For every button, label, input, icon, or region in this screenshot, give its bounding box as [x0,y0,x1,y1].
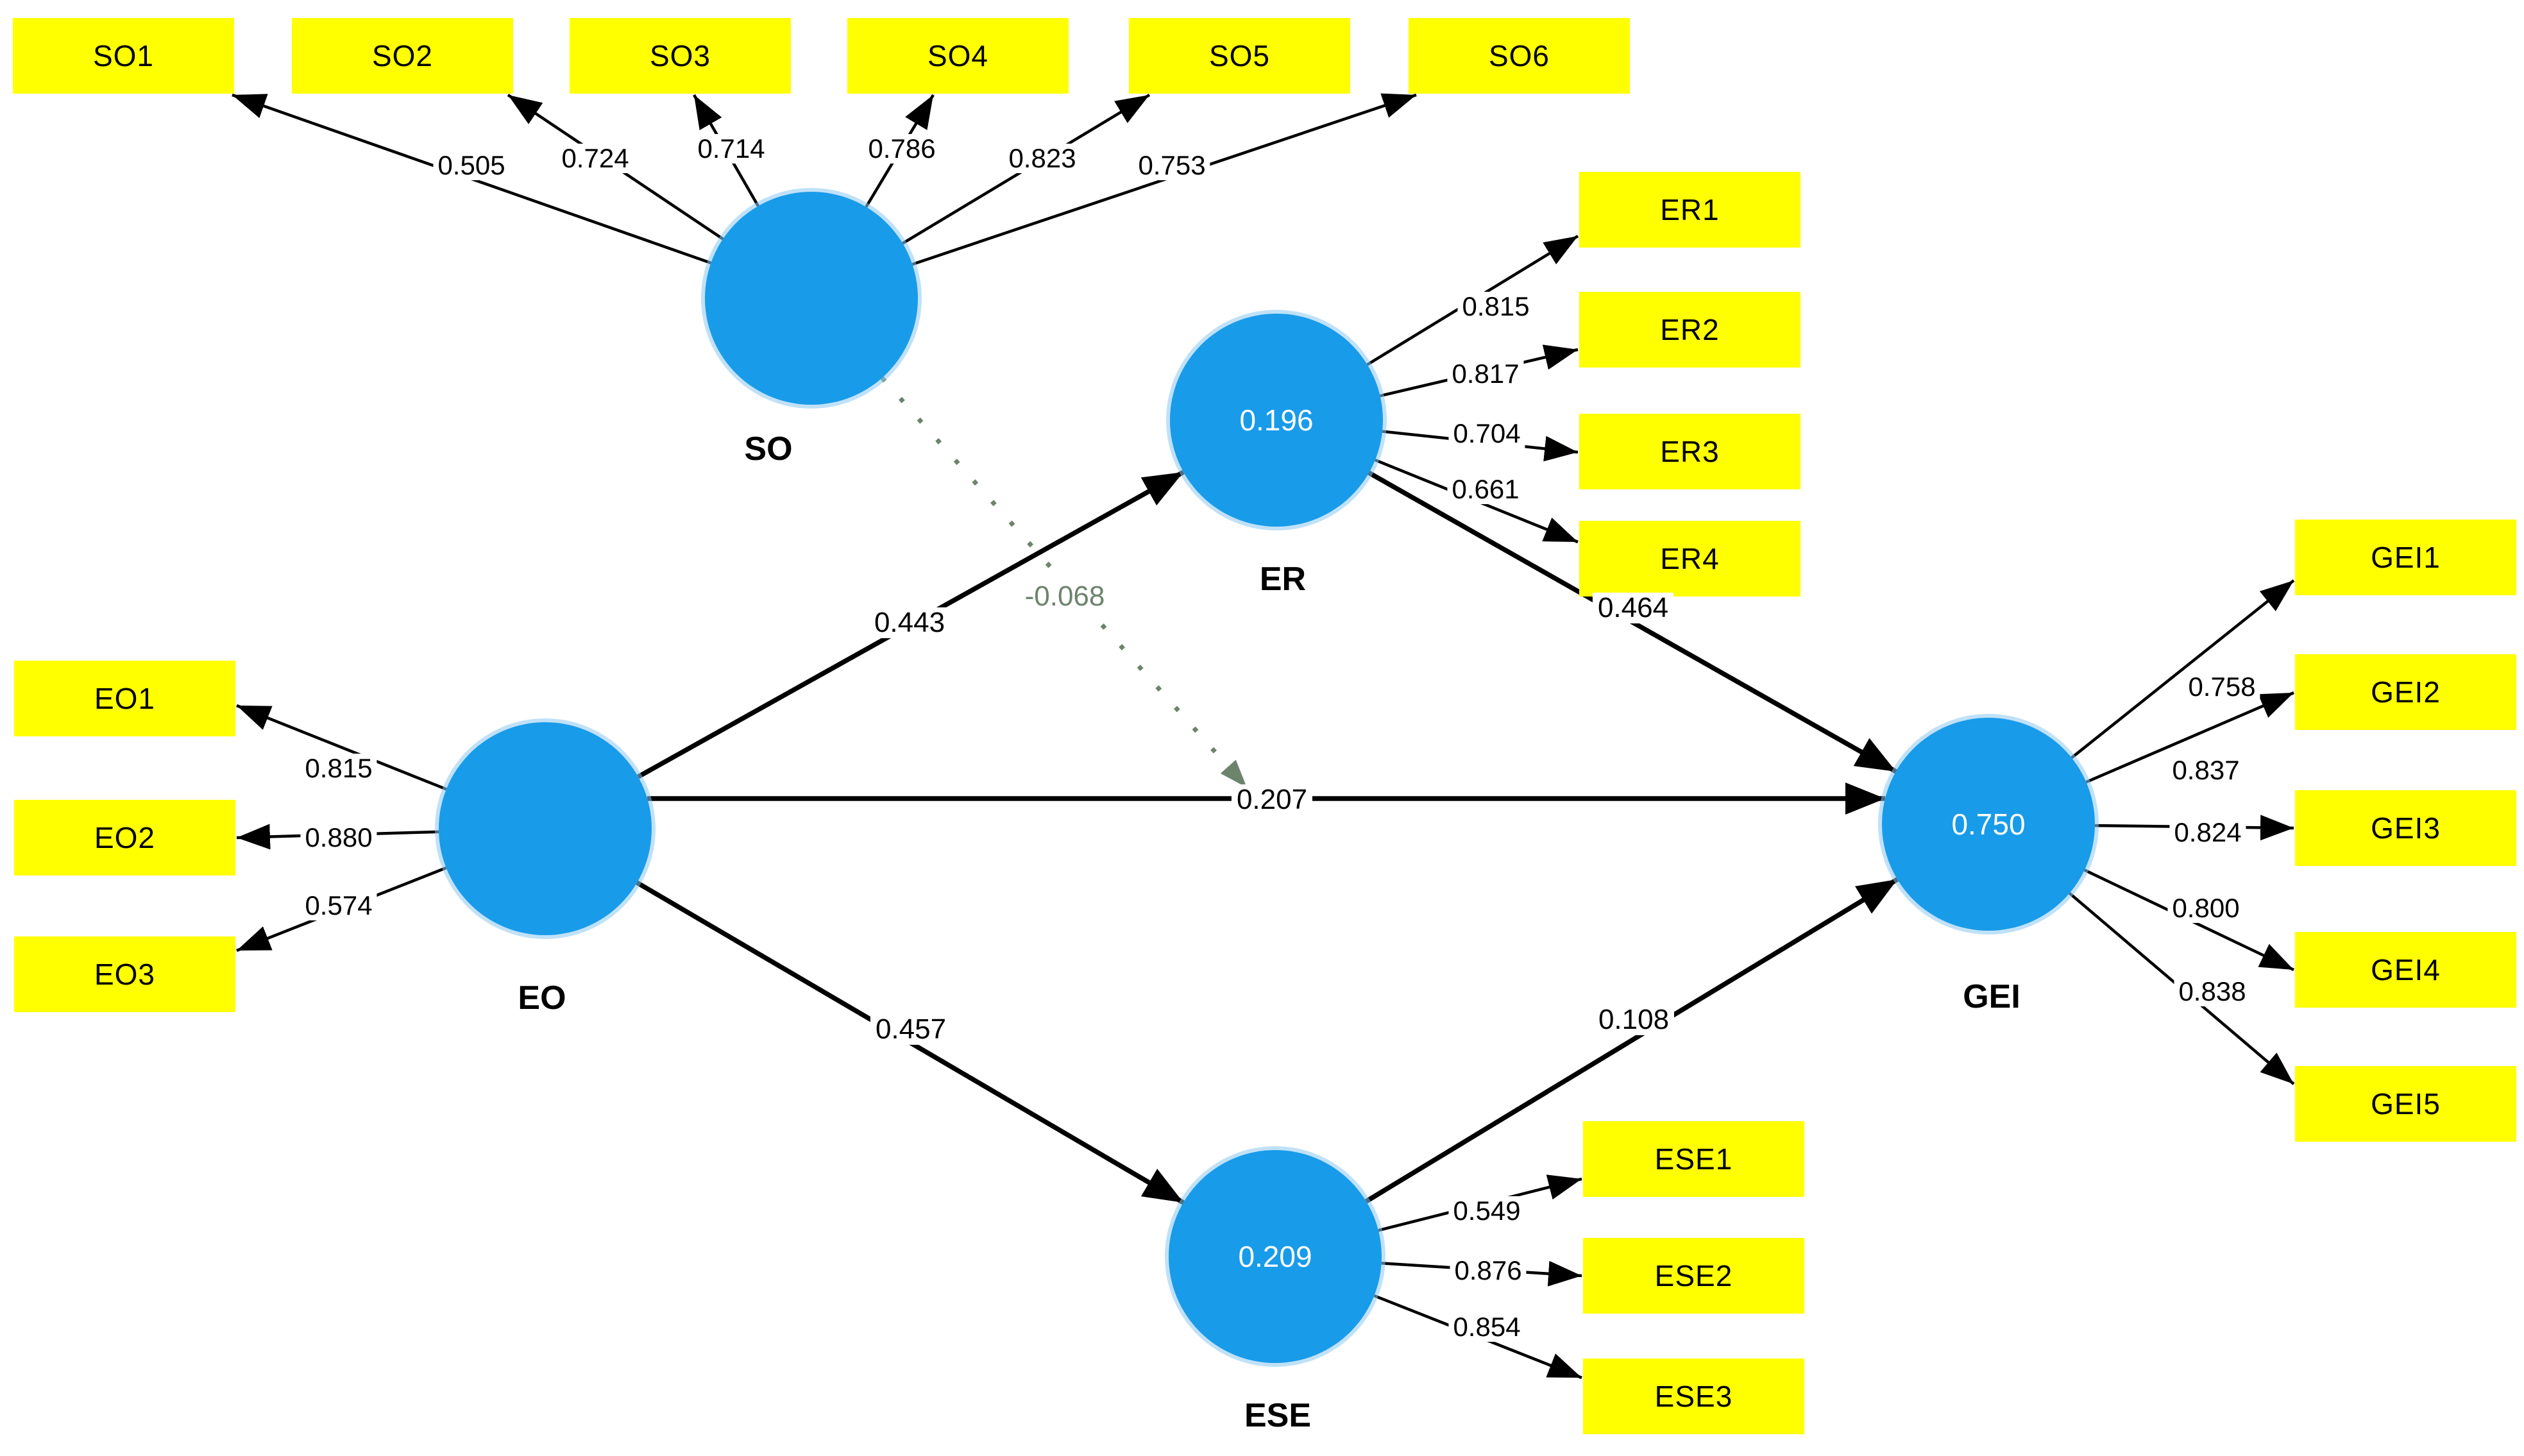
loading-value-SO1: 0.505 [433,150,510,181]
indicator-box-GEI2: GEI2 [2295,654,2516,730]
loading-value-EO3: 0.574 [300,890,377,921]
indicator-box-EO3: EO3 [14,936,235,1012]
construct-circle-EO [439,722,652,935]
indicator-box-ESE1: ESE1 [1583,1121,1804,1197]
indicator-box-GEI1: GEI1 [2295,520,2516,595]
indicator-box-GEI3: GEI3 [2295,790,2516,866]
indicator-box-SO2: SO2 [292,18,513,94]
indicator-box-GEI4: GEI4 [2295,932,2516,1008]
loading-arrow-GEI-2 [2085,691,2294,784]
loading-value-SO5: 0.823 [1004,143,1081,174]
path-coefficient-SO-EO-GEI: -0.068 [1019,580,1110,613]
loading-value-ESE3: 0.854 [1448,1312,1525,1342]
loading-value-GEI4: 0.800 [2167,893,2244,924]
loading-value-ER4: 0.661 [1447,474,1524,505]
construct-name-GEI: GEI [1963,978,2020,1015]
loading-value-SO6: 0.753 [1133,150,1210,181]
loading-value-SO3: 0.714 [693,133,770,164]
loading-value-ESE2: 0.876 [1450,1255,1527,1286]
indicator-box-SO3: SO3 [570,18,791,94]
loading-value-GEI5: 0.838 [2174,976,2251,1007]
indicator-box-ER2: ER2 [1579,292,1800,368]
indicator-box-SO5: SO5 [1129,18,1350,94]
construct-circle-GEI: 0.750 [1882,718,2095,931]
path-coefficient-ESE-GEI: 0.108 [1593,1004,1675,1036]
construct-circle-ESE: 0.209 [1169,1150,1382,1363]
indicator-box-ER1: ER1 [1579,172,1800,248]
indicator-box-SO4: SO4 [847,18,1069,94]
construct-name-ER: ER [1259,561,1307,598]
path-coefficient-EO-ESE: 0.457 [870,1013,952,1045]
loading-value-EO1: 0.815 [300,753,377,784]
indicator-box-ESE3: ESE3 [1583,1359,1804,1434]
loading-value-EO2: 0.880 [300,822,377,853]
path-arrow-ESE-GEI [1365,877,1899,1204]
loading-value-SO2: 0.724 [557,143,634,174]
loading-value-GEI1: 0.758 [2183,672,2260,702]
construct-name-ESE: ESE [1244,1397,1312,1434]
indicator-box-GEI5: GEI5 [2295,1066,2516,1142]
indicator-box-EO2: EO2 [14,800,235,876]
indicator-box-SO6: SO6 [1409,18,1630,94]
loading-arrow-GEI-1 [2071,579,2295,759]
path-coefficient-EO-ER: 0.443 [868,607,951,639]
indicator-box-EO1: EO1 [14,661,235,736]
indicator-box-ER3: ER3 [1579,414,1800,489]
construct-circle-SO [705,192,918,405]
indicator-box-ER4: ER4 [1579,521,1800,597]
loading-value-GEI2: 0.837 [2167,755,2244,786]
loading-value-SO4: 0.786 [863,133,940,164]
path-coefficient-ER-GEI: 0.464 [1592,592,1674,624]
construct-name-SO: SO [744,430,793,468]
loading-arrow-EO-1 [236,704,447,791]
indicator-box-ESE2: ESE2 [1583,1238,1804,1314]
loading-value-ER2: 0.817 [1447,359,1524,389]
loading-value-ER3: 0.704 [1448,418,1525,449]
loading-value-ER1: 0.815 [1457,291,1534,322]
loading-value-GEI3: 0.824 [2169,817,2246,848]
construct-name-EO: EO [518,979,566,1017]
construct-circle-ER: 0.196 [1170,314,1383,527]
loading-value-ESE1: 0.549 [1448,1196,1525,1226]
path-coefficient-EO-GEI: 0.207 [1231,784,1313,816]
indicator-box-SO1: SO1 [13,18,234,94]
